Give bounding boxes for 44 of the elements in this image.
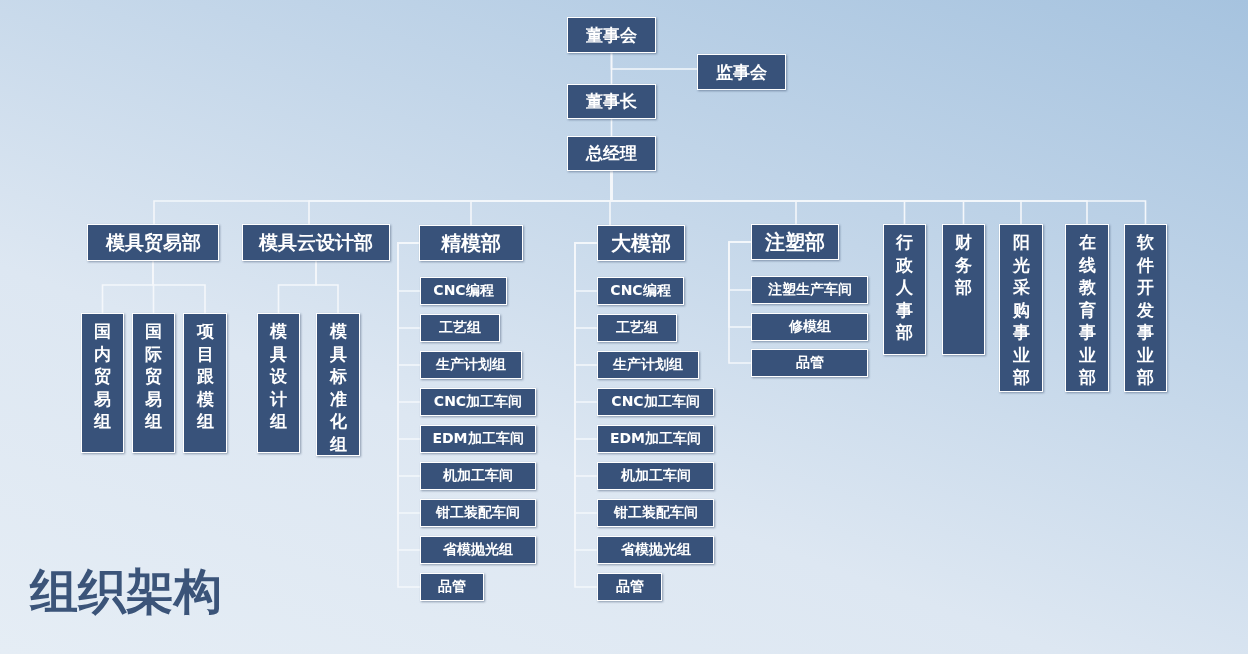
- org-box: 财务部: [942, 224, 985, 355]
- org-box: 修模组: [751, 313, 868, 341]
- org-box: 国际贸易组: [132, 313, 175, 453]
- org-box: 工艺组: [420, 314, 500, 342]
- org-box: 工艺组: [597, 314, 677, 342]
- org-box: 机加工车间: [420, 462, 536, 490]
- org-box: 模具贸易部: [87, 224, 219, 261]
- org-box: 项目跟模组: [183, 313, 227, 453]
- org-box: EDM加工车间: [597, 425, 714, 453]
- org-box: 行政人事部: [883, 224, 926, 355]
- org-box: 总经理: [567, 136, 656, 171]
- org-box: 董事长: [567, 84, 656, 119]
- org-box: EDM加工车间: [420, 425, 536, 453]
- org-box: 监事会: [697, 54, 786, 90]
- org-box: CNC编程: [597, 277, 684, 305]
- org-box: 阳光采购事业部: [999, 224, 1043, 392]
- org-box: 机加工车间: [597, 462, 714, 490]
- org-box: 品管: [751, 349, 868, 377]
- connector-line: [315, 260, 339, 314]
- org-box: 国内贸易组: [81, 313, 124, 453]
- org-box: CNC编程: [420, 277, 507, 305]
- org-box: 注塑部: [751, 224, 839, 260]
- org-box: 软件开发事业部: [1124, 224, 1167, 392]
- connector-line: [610, 52, 698, 70]
- org-box: CNC加工车间: [597, 388, 714, 416]
- org-box: 生产计划组: [420, 351, 522, 379]
- org-box: 品管: [420, 573, 484, 601]
- org-box: 品管: [597, 573, 662, 601]
- org-box: 生产计划组: [597, 351, 699, 379]
- org-box: 模具标准化组: [316, 313, 360, 456]
- org-box: 模具设计组: [257, 313, 300, 453]
- org-box: 在线教育事业部: [1065, 224, 1109, 392]
- title: 组织架构: [30, 562, 222, 621]
- org-box: 钳工装配车间: [420, 499, 536, 527]
- org-box: 钳工装配车间: [597, 499, 714, 527]
- org-box: 注塑生产车间: [751, 276, 868, 304]
- org-box: CNC加工车间: [420, 388, 536, 416]
- org-box: 精模部: [419, 225, 523, 261]
- org-box: 模具云设计部: [242, 224, 390, 261]
- org-box: 大模部: [597, 225, 685, 261]
- connector-line: [728, 241, 752, 364]
- org-box: 省模抛光组: [597, 536, 714, 564]
- org-box: 省模抛光组: [420, 536, 536, 564]
- org-box: 董事会: [567, 17, 656, 53]
